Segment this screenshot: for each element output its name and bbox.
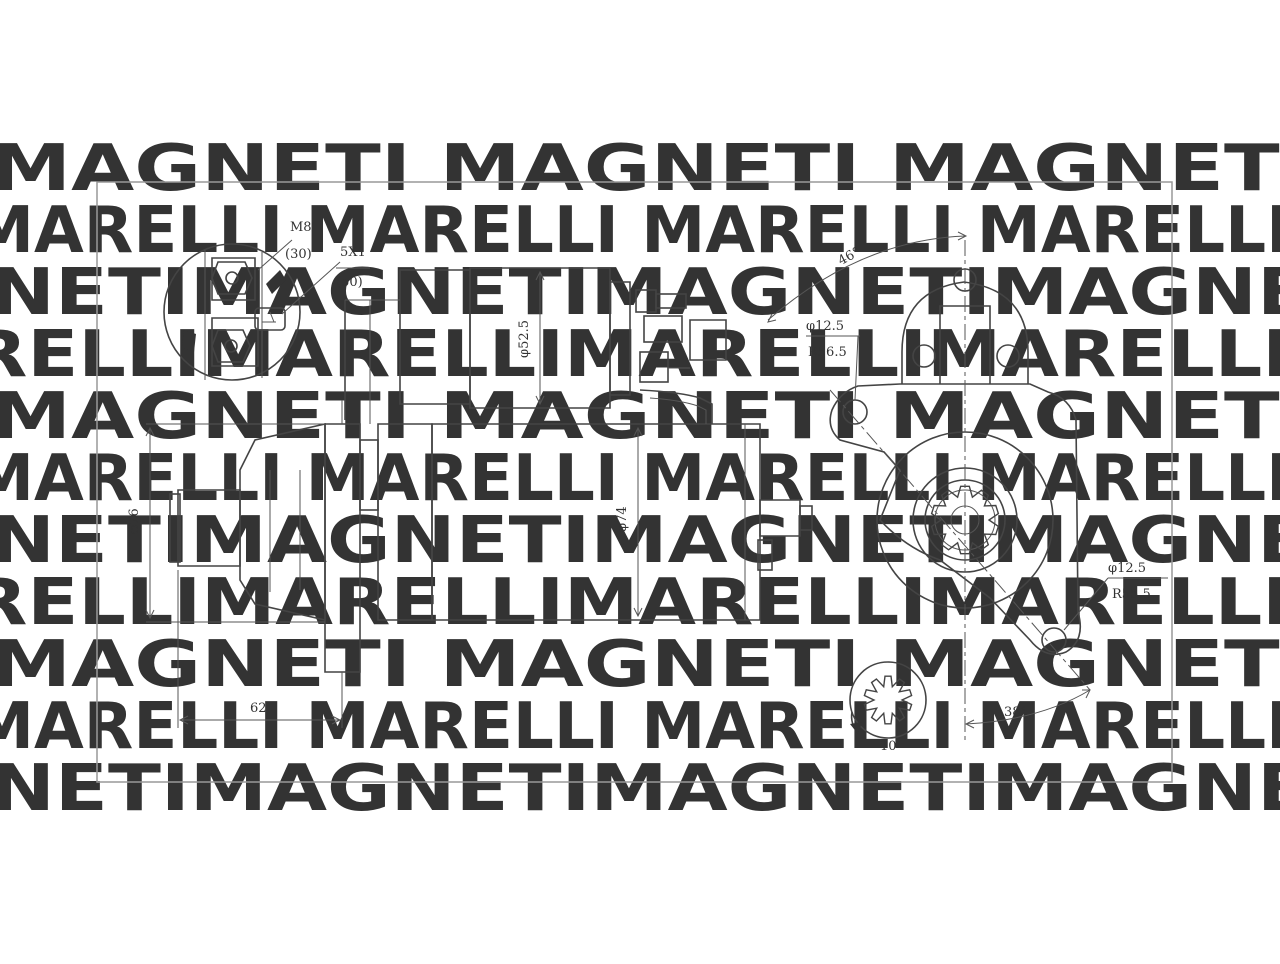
- label-length: 62: [250, 701, 267, 716]
- label-hole-top-r: R56.5: [808, 345, 847, 360]
- label-term50: (50): [336, 275, 363, 290]
- watermark-row: NETIMAGNETIMAGNETIMAGNE: [0, 752, 1280, 826]
- terminal-detail: M8 (30) 5X1 (50): [163, 220, 370, 381]
- watermark-row: MARELLI MARELLI MARELLI MARELLI: [0, 442, 1280, 516]
- drawing-frame: [96, 181, 1173, 783]
- label-dia-body: φ74: [615, 506, 630, 532]
- gear-teeth-outline: [930, 485, 1000, 555]
- label-hole-top-dia: φ12.5: [806, 319, 844, 334]
- front-view: 46° φ12.5 R56.5 φ12.5 R55.5 38° 10: [767, 231, 1168, 754]
- label-dia-solenoid: φ52.5: [517, 320, 532, 358]
- watermark-row: RELLIMARELLIMARELLIMARELLI: [0, 566, 1280, 640]
- watermark-row: MAGNETI MAGNETI MAGNETI: [0, 380, 1280, 454]
- pinion-gear: [930, 485, 1000, 555]
- label-teeth: 10: [880, 739, 897, 754]
- watermark-row: MARELLI MARELLI MARELLI MARELLI: [0, 194, 1280, 268]
- label-dia-flange: φ76: [127, 508, 142, 534]
- label-angle-bottom: 38°: [1004, 705, 1027, 720]
- gear-teeth-outline: [863, 675, 913, 725]
- label-m8: M8: [290, 220, 312, 235]
- label-5x1: 5X1: [340, 245, 366, 260]
- label-hole-bot-r: R55.5: [1112, 587, 1151, 602]
- side-view: φ52.5 φ74 φ76 62: [127, 267, 813, 728]
- label-term30: (30): [285, 247, 312, 262]
- watermark-row: MAGNETI MAGNETI MAGNETI: [0, 132, 1280, 206]
- gear-symbol: [863, 675, 913, 725]
- label-hole-bot-dia: φ12.5: [1108, 561, 1146, 576]
